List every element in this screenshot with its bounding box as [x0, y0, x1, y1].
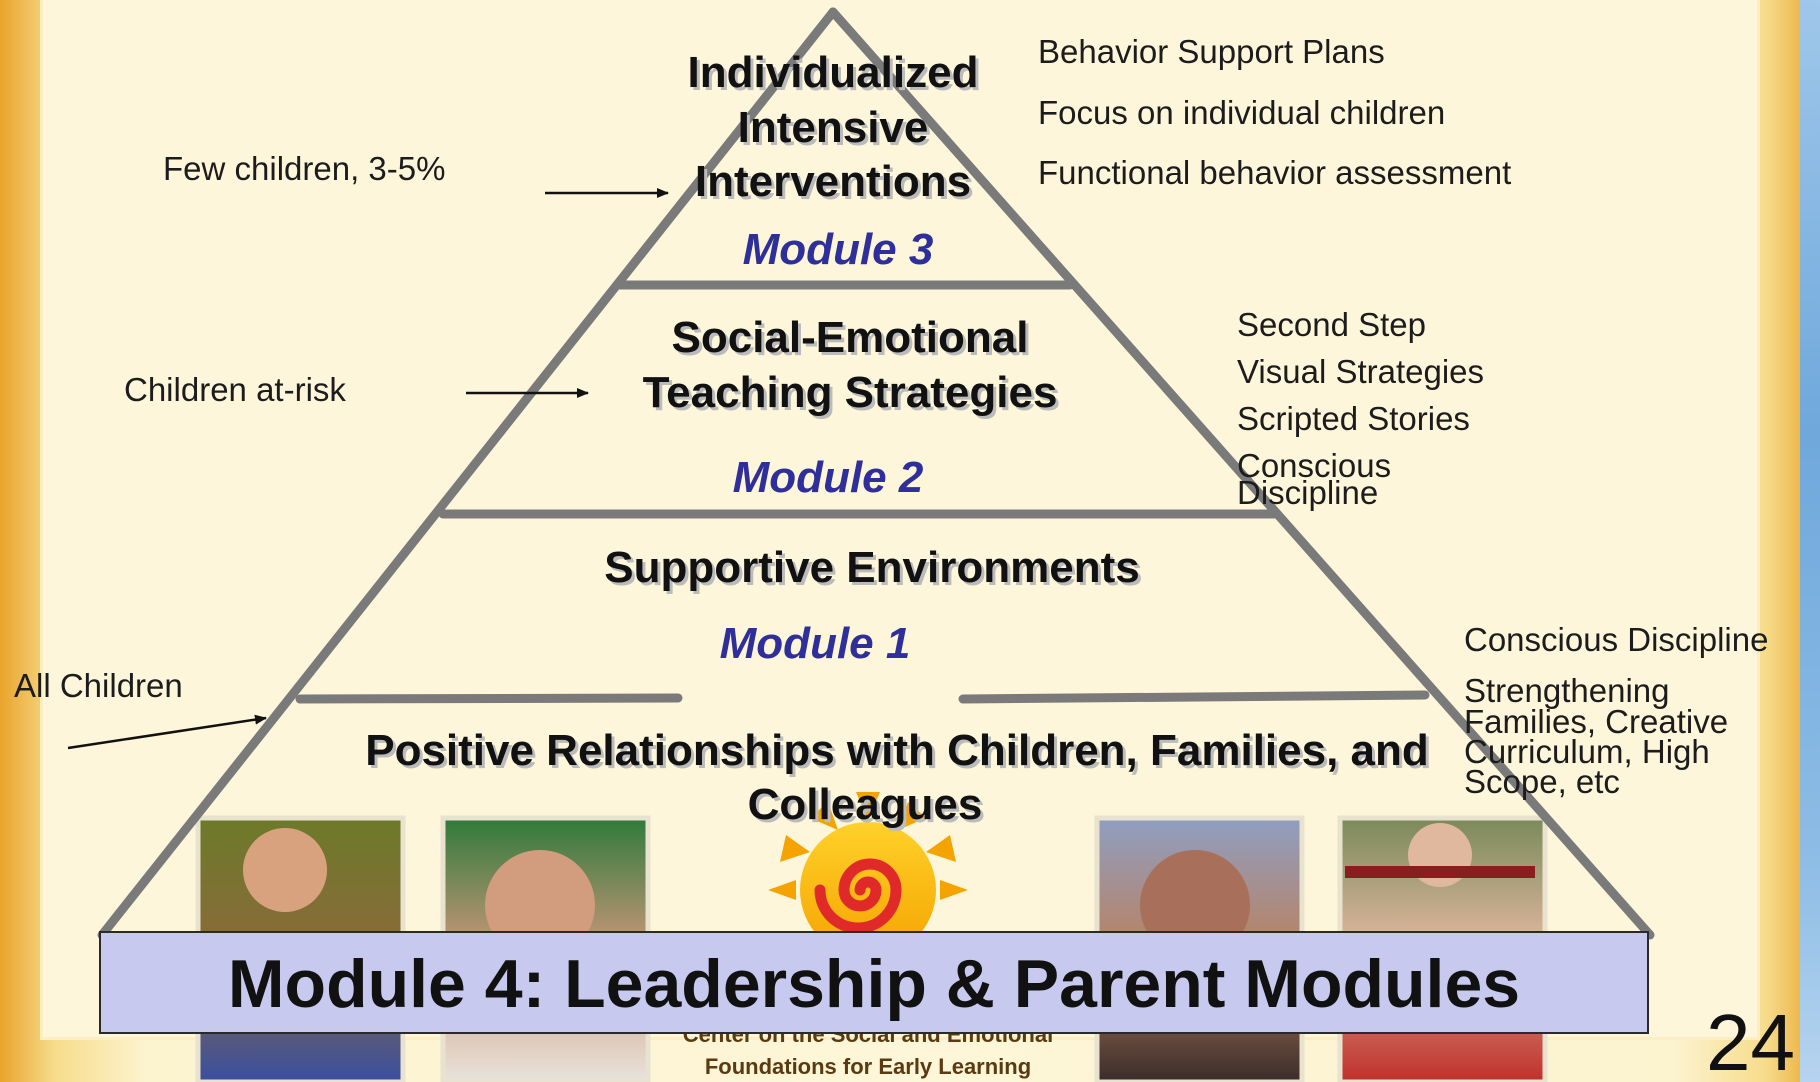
note-focus-individual: Focus on individual children [1038, 94, 1445, 131]
module4-label: Module 4: Leadership & Parent Modules [228, 946, 1520, 1022]
tier-supportive-environments: Supportive Environments Supportive Envir… [604, 543, 1142, 668]
logo-caption: Foundations for Early Learning [705, 1054, 1031, 1079]
left-labels: Few children, 3-5% Children at-risk All … [14, 150, 669, 750]
note-conscious: Conscious [1237, 447, 1391, 484]
tier-individualized: Individualized Individualized Intensive … [688, 48, 982, 274]
tier3-title-line2: Intensive [738, 103, 929, 152]
tier2-title-line2: Teaching Strategies [643, 368, 1058, 417]
slide-number: 24 [1706, 998, 1795, 1082]
base-title-line2: Colleagues [748, 780, 983, 829]
pyramid-outline [97, 7, 1655, 940]
tier1-title: Supportive Environments [604, 543, 1139, 592]
note-discipline: Discipline [1237, 474, 1378, 511]
tier3-title-line1: Individualized [688, 48, 979, 97]
module-2-label: Module 2 [733, 453, 924, 502]
base-title-line1: Positive Relationships with Children, Fa… [365, 726, 1429, 775]
note-behavior-support-plans: Behavior Support Plans [1038, 33, 1385, 70]
notes-tier1: Conscious Discipline Strengthening Famil… [1464, 621, 1768, 800]
svg-text:Teaching Strategies: Teaching Strategies [646, 371, 1061, 420]
svg-text:Social-Emotional: Social-Emotional [675, 316, 1032, 365]
svg-text:Positive Relationships with Ch: Positive Relationships with Children, Fa… [368, 729, 1432, 778]
svg-text:Supportive Environments: Supportive Environments [607, 546, 1142, 595]
module-3-label: Module 3 [743, 225, 934, 274]
note-families-creative: Families, Creative [1464, 703, 1728, 740]
tier2-title-line1: Social-Emotional [672, 313, 1029, 362]
note-functional-assessment: Functional behavior assessment [1038, 154, 1511, 191]
note-second-step: Second Step [1237, 306, 1426, 343]
note-visual-strategies: Visual Strategies [1237, 353, 1484, 390]
arrow-all-children [67, 714, 267, 750]
label-children-at-risk: Children at-risk [124, 371, 346, 408]
note-scope-etc: Scope, etc [1464, 763, 1620, 800]
label-all-children: All Children [14, 667, 183, 704]
tier3-title-line3: Interventions [695, 157, 971, 206]
svg-text:Interventions: Interventions [698, 160, 974, 209]
tier-social-emotional: Social-Emotional Social-Emotional Teachi… [643, 313, 1061, 502]
side-strip [1800, 0, 1820, 1082]
note-conscious-discipline: Conscious Discipline [1464, 621, 1768, 658]
tier-positive-relationships: Positive Relationships with Children, Fa… [365, 726, 1432, 832]
label-few-children: Few children, 3-5% [163, 150, 445, 187]
module4-banner: Module 4: Leadership & Parent Modules [99, 931, 1649, 1034]
note-strengthening: Strengthening [1464, 672, 1670, 709]
svg-text:Colleagues: Colleagues [751, 783, 986, 832]
note-curriculum-high: Curriculum, High [1464, 733, 1710, 770]
notes-tier2: Second Step Visual Strategies Scripted S… [1237, 306, 1484, 511]
note-scripted-stories: Scripted Stories [1237, 400, 1470, 437]
svg-text:Intensive: Intensive [741, 106, 932, 155]
module-1-label: Module 1 [720, 619, 911, 668]
sun-logo: Center on the Social and Emotional Found… [683, 792, 1053, 1079]
svg-text:Individualized: Individualized [691, 51, 982, 100]
notes-tier3: Behavior Support Plans Focus on individu… [1038, 33, 1511, 191]
